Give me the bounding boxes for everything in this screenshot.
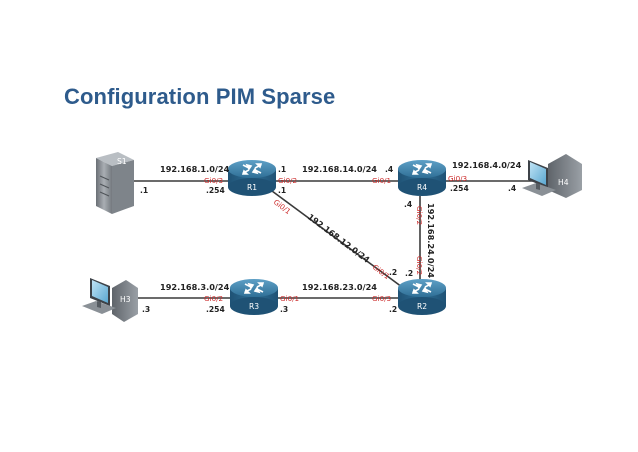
router-icon [398, 160, 446, 196]
network-label-192-168-23-0: 192.168.23.0/24 [302, 282, 377, 292]
interface-label-r3-gi0-2: Gi0/2 [204, 294, 223, 303]
address-label-s1: .1 [140, 186, 148, 195]
network-label-192-168-4-0: 192.168.4.0/24 [452, 160, 522, 170]
network-label-192-168-3-0: 192.168.3.0/24 [160, 282, 230, 292]
router-r3: R3 [230, 279, 278, 315]
router-r1: R1 [228, 160, 276, 196]
device-label-r4: R4 [417, 183, 427, 192]
address-label-r3-gi0-1: .3 [280, 305, 288, 314]
device-label-s1: S1 [117, 157, 127, 166]
network-label-192-168-24-0: 192.168.24.0/24 [426, 203, 436, 278]
device-label-h4: H4 [558, 178, 569, 187]
host-h3: H3 [82, 278, 138, 322]
network-label-192-168-14-0: 192.168.14.0/24 [302, 164, 377, 174]
interface-label-r1-gi0-3: Gi0/3 [204, 176, 223, 185]
router-icon [228, 160, 276, 196]
address-label-h3: .3 [142, 305, 150, 314]
address-label-r1-gi0-3: .254 [206, 186, 225, 195]
device-label-r1: R1 [247, 183, 257, 192]
device-label-h3: H3 [120, 295, 131, 304]
router-icon [230, 279, 278, 315]
interface-label-r1-gi0-1: Gi0/1 [272, 197, 293, 216]
page-title: Configuration PIM Sparse [64, 84, 336, 109]
interface-label-r2-gi0-2: Gi0/2 [415, 256, 424, 275]
address-label-r3-gi0-2: .254 [206, 305, 225, 314]
address-label-h4: .4 [508, 184, 516, 193]
address-label-r4-gi0-1: .4 [385, 165, 393, 174]
interface-label-r2-gi0-3: Gi0/3 [372, 294, 391, 303]
interface-label-r4-gi0-1: Gi0/1 [372, 176, 391, 185]
network-label-192-168-12-0: 192.168.12.0/24 [306, 212, 372, 265]
workstation-icon [522, 154, 582, 198]
link-r1-r2 [271, 190, 403, 288]
interface-label-r4-gi0-2: Gi0/2 [415, 206, 424, 225]
address-label-r1-gi0-2: .1 [278, 165, 286, 174]
interface-label-r4-gi0-3: Gi0/3 [448, 174, 467, 183]
address-label-r4-gi0-3: .254 [450, 184, 469, 193]
address-label-r1-gi0-1: .1 [278, 186, 286, 195]
address-label-r2-gi0-2: .2 [405, 269, 413, 278]
address-label-r2-gi0-3: .2 [389, 305, 397, 314]
address-label-r2-gi0-1: .2 [389, 268, 397, 277]
server-icon [96, 152, 134, 214]
interface-label-r1-gi0-2: Gi0/2 [278, 176, 297, 185]
interface-label-r3-gi0-1: Gi0/1 [280, 294, 299, 303]
workstation-icon [82, 278, 138, 322]
device-label-r3: R3 [249, 302, 259, 311]
address-label-r4-gi0-2: .4 [404, 200, 412, 209]
device-label-r2: R2 [417, 302, 427, 311]
host-h4: H4 [522, 154, 582, 198]
server-s1: S1 [96, 152, 134, 214]
router-r2: R2 [398, 279, 446, 315]
network-label-192-168-1-0: 192.168.1.0/24 [160, 164, 230, 174]
router-r4: R4 [398, 160, 446, 196]
router-icon [398, 279, 446, 315]
